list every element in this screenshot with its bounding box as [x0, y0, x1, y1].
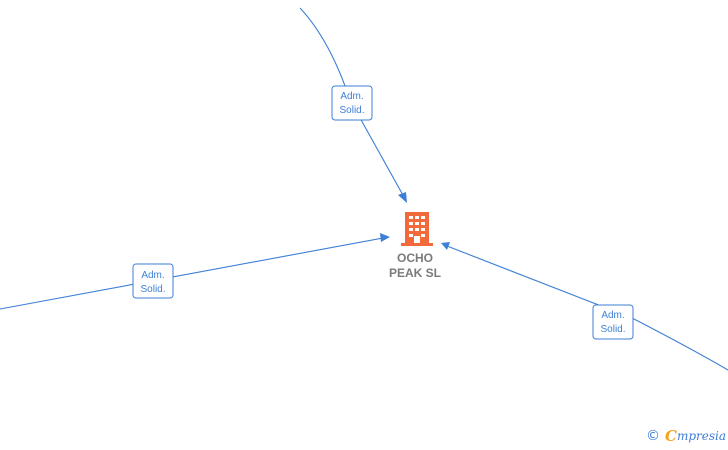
central-company-node[interactable]: OCHO PEAK SL: [389, 212, 441, 280]
copyright-symbol: ©: [645, 428, 660, 444]
edge-left-arrowhead: [380, 233, 390, 242]
edge-top-arrowhead: [398, 192, 407, 203]
edge-top[interactable]: Adm. Solid.: [299, 7, 407, 203]
central-node-name-line2: PEAK SL: [389, 266, 441, 280]
edge-right[interactable]: Adm. Solid.: [441, 242, 728, 371]
edge-right-label-line2: Solid.: [600, 324, 625, 335]
edge-right-line: [446, 245, 728, 371]
edge-right-label-line1: Adm.: [601, 310, 624, 321]
edge-right-arrowhead: [441, 242, 450, 250]
watermark: © C mpresia: [646, 427, 726, 445]
edge-left-label-line2: Solid.: [140, 284, 165, 295]
edge-top-label-line1: Adm.: [340, 91, 363, 102]
edge-left[interactable]: Adm. Solid.: [0, 233, 390, 310]
edge-top-label-line2: Solid.: [339, 105, 364, 116]
edge-top-label[interactable]: Adm. Solid.: [331, 85, 373, 121]
edge-left-line: [0, 237, 384, 310]
edge-left-label[interactable]: Adm. Solid.: [132, 263, 174, 299]
brand-logo-text: mpresia: [676, 429, 726, 443]
building-icon: [401, 212, 433, 246]
brand-logo-initial: C: [664, 427, 677, 445]
edge-left-label-line1: Adm.: [141, 270, 164, 281]
edge-right-label[interactable]: Adm. Solid.: [592, 304, 634, 340]
central-node-name-line1: OCHO: [397, 251, 433, 265]
